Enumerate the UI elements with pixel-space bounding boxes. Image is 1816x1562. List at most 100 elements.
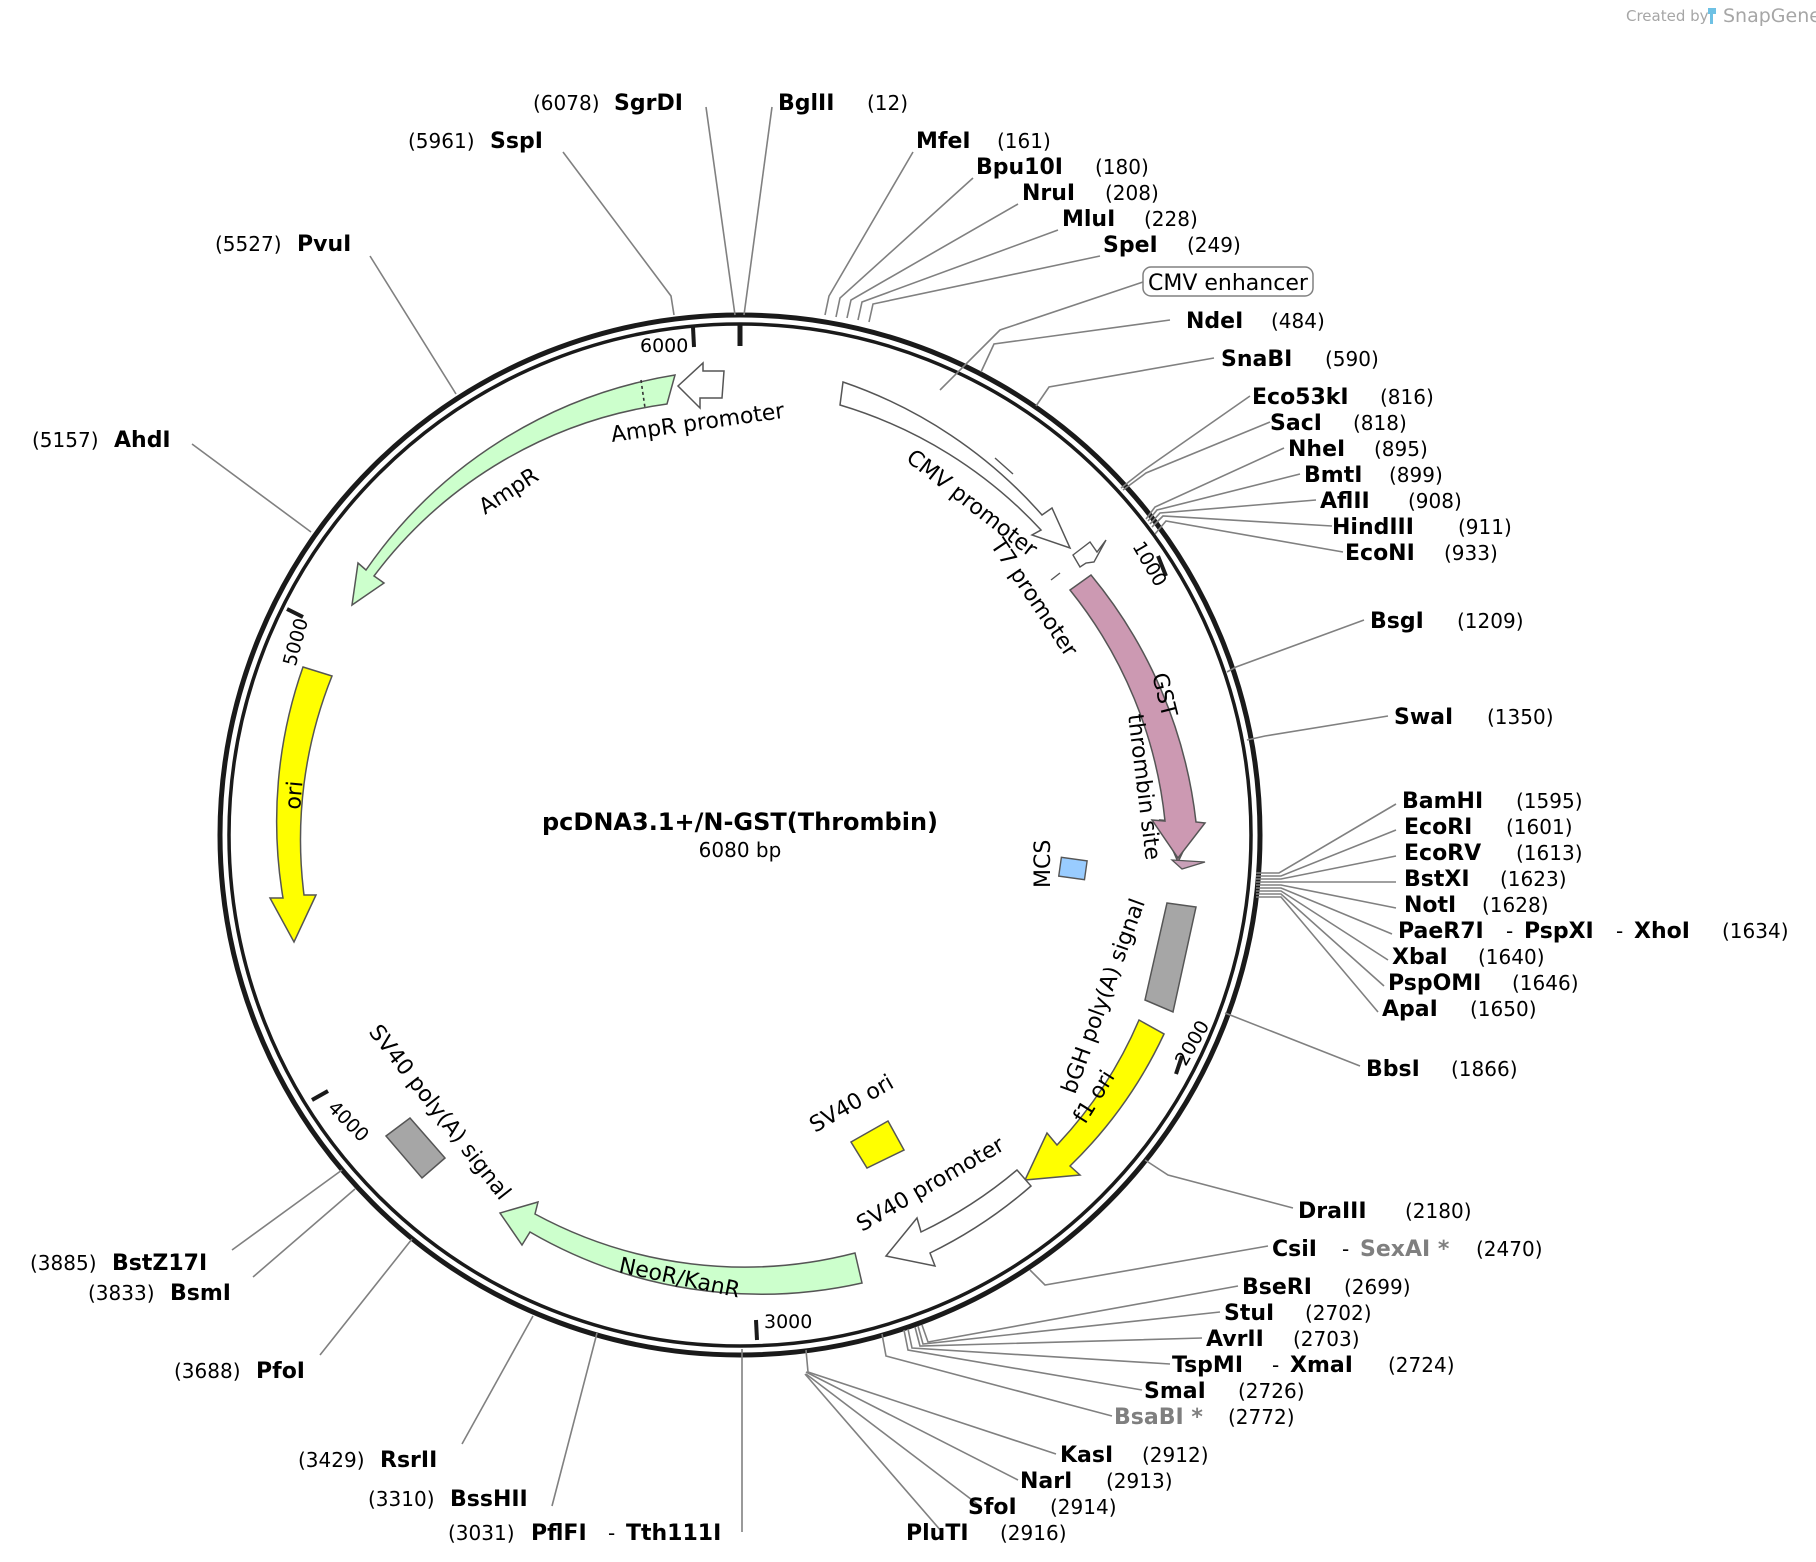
site-pos-nrui: (208) (1105, 181, 1159, 205)
leader-draiii (1144, 1159, 1294, 1209)
site-pos-tspmi: (2724) (1388, 1353, 1455, 1377)
leader-nhei (1145, 447, 1285, 520)
ampr-divider (640, 379, 646, 409)
map-center: pcDNA3.1+/N-GST(Thrombin) 6080 bp (542, 808, 938, 862)
site-name-econi: EcoNI (1345, 541, 1415, 566)
leader-pvui (369, 255, 457, 395)
site-name-sfoi: SfoI (968, 1495, 1017, 1520)
leader-bseri (921, 1285, 1239, 1343)
site-name-apai: ApaI (1382, 997, 1438, 1022)
site-pos-snabi: (590) (1325, 347, 1379, 371)
leader-ahdi (191, 443, 312, 533)
snapgene-logo-icon (1708, 8, 1716, 24)
site-pos-draiii: (2180) (1405, 1199, 1472, 1223)
site-pos-noti: (1628) (1482, 893, 1549, 917)
site-name-sgrdi: SgrDI (614, 91, 683, 116)
leader-mfei (824, 151, 914, 316)
site-pos-bmti: (899) (1389, 463, 1443, 487)
cmv-enhancer-leader (939, 281, 1144, 391)
site-pos-pfoi: (3688) (174, 1359, 241, 1383)
site-name-sspi: SspI (490, 129, 543, 154)
site-pos-bglii: (12) (867, 91, 908, 115)
site-pos-stui: (2702) (1305, 1301, 1372, 1325)
f1-ori-arrow (1023, 1018, 1165, 1181)
site-name-snabi: SnaBI (1221, 347, 1292, 372)
mcs-box (1057, 856, 1088, 881)
site-name-sexai: SexAI * (1360, 1237, 1450, 1262)
leader-stui (917, 1311, 1221, 1345)
site-pos-apai: (1650) (1470, 997, 1537, 1021)
leader-sfoi (805, 1373, 981, 1507)
leader-pspomi (1256, 893, 1385, 987)
leader-noti (1256, 884, 1397, 909)
site-pos-pspomi: (1646) (1512, 971, 1579, 995)
leader-ecorv (1256, 855, 1397, 880)
site-pos-paer7i: (1634) (1722, 919, 1789, 943)
leader-spei (868, 255, 1101, 323)
site-pos-bstz17i: (3885) (30, 1251, 97, 1275)
leader-sgrdi (705, 106, 736, 316)
leader-kasi (805, 1349, 1057, 1455)
sv40-ori-box (849, 1119, 906, 1169)
leader-bamhi (1256, 803, 1397, 874)
leader-bbsi (1224, 1012, 1361, 1067)
leader-apai (1256, 896, 1379, 1013)
leader-csii (1029, 1245, 1269, 1286)
feature-label-ori: ori (281, 780, 308, 811)
site-name-xbai: XbaI (1392, 945, 1448, 970)
site-name-xmai: XmaI (1290, 1353, 1353, 1378)
sv40-promoter-arrow (884, 1168, 1033, 1268)
site-name-pspomi: PspOMI (1388, 971, 1481, 996)
cmv-promoter-divider (994, 457, 1014, 475)
site-name-bsshii: BssHII (450, 1487, 528, 1512)
tick-5000 (286, 607, 304, 619)
neor-kanr-arrow (498, 1200, 863, 1295)
site-name-bsabi: BsaBI * (1114, 1405, 1203, 1430)
tick-4000 (311, 1089, 329, 1102)
site-name-bamhi: BamHI (1402, 789, 1483, 814)
site-pos-bsmi: (3833) (88, 1281, 155, 1305)
leader-bglii (743, 106, 773, 316)
backbone-outer-ring (217, 312, 1263, 1358)
site-name-aflii: AflII (1320, 489, 1370, 514)
site-name-smai: SmaI (1144, 1379, 1206, 1404)
ampr-promoter-arrow (676, 361, 725, 410)
site-name-stui: StuI (1224, 1301, 1274, 1326)
site-pos-pvui: (5527) (215, 232, 282, 256)
sv40-polya-box (384, 1116, 447, 1180)
site-pos-pflfi: (3031) (448, 1521, 515, 1545)
leader-swai (1246, 715, 1389, 741)
site-name-saci: SacI (1270, 411, 1322, 436)
leader-bmti (1147, 473, 1301, 522)
site-pos-ecorv: (1613) (1516, 841, 1583, 865)
site-name-bpu10i: Bpu10I (976, 155, 1063, 180)
site-name-bstz17i: BstZ17I (112, 1251, 207, 1276)
leader-xbai (1256, 890, 1389, 961)
site-pos-ndei: (484) (1271, 309, 1325, 333)
site-pos-ecori: (1601) (1506, 815, 1573, 839)
site-name-mfei: MfeI (916, 129, 971, 154)
site-leaders (191, 106, 1397, 1533)
tick-label-3000: 3000 (764, 1311, 812, 1333)
site-name-nhei: NheI (1288, 437, 1345, 462)
site-name-ecorv: EcoRV (1404, 841, 1481, 866)
site-sep-pflfi: - (608, 1521, 615, 1545)
site-pos-bpu10i: (180) (1095, 155, 1149, 179)
leader-nari (805, 1371, 1019, 1481)
site-name-spei: SpeI (1103, 233, 1158, 258)
cmv-promoter-arrow (839, 380, 1072, 550)
site-name-eco53ki: Eco53kI (1252, 385, 1349, 410)
site-pos-xbai: (1640) (1478, 945, 1545, 969)
site-pos-avrii: (2703) (1293, 1327, 1360, 1351)
site-pos-csii: (2470) (1476, 1237, 1543, 1261)
site-name-mlui: MluI (1062, 207, 1115, 232)
thrombin-site-mark (1170, 859, 1206, 870)
tick-label-5000: 5000 (279, 616, 313, 668)
leader-aflii (1149, 499, 1317, 525)
site-pos-aflii: (908) (1408, 489, 1462, 513)
site-name-tspmi: TspMI (1172, 1353, 1243, 1378)
site-name-ndei: NdeI (1186, 309, 1243, 334)
site-name-pspxi: PspXI (1524, 919, 1594, 944)
t7-promoter-arrow (1072, 539, 1107, 568)
